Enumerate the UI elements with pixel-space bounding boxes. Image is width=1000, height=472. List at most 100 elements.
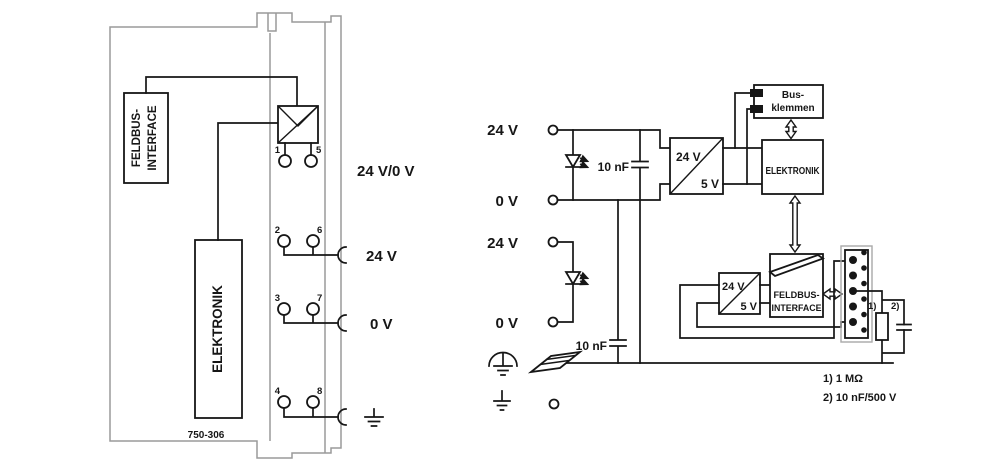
terminal-4-circle xyxy=(277,395,291,409)
rail-earth-icon xyxy=(488,351,518,376)
arrow-elektronik-feldbus xyxy=(788,194,802,254)
shield-network: 1) 2) xyxy=(856,290,912,364)
terminal-8-label: 8 xyxy=(317,386,322,397)
feldbus-interface-block: FELDBUS- INTERFACE xyxy=(768,253,825,318)
terminal-7-label: 7 xyxy=(317,293,322,304)
arrow-bus-elektronik xyxy=(784,118,798,140)
rail-earth-lines xyxy=(493,352,513,376)
wire-interface-to-contact xyxy=(145,76,298,107)
terminal-6-circle xyxy=(306,234,320,248)
wire-system-supply xyxy=(556,129,671,201)
connector-inner xyxy=(844,249,869,339)
module-part-number: 750-306 xyxy=(188,430,225,441)
module-feldbus-interface-box xyxy=(123,92,169,184)
terminal-8-circle xyxy=(306,395,320,409)
earth-icon-lines xyxy=(364,408,384,427)
clamp-0v xyxy=(337,314,347,332)
ref-capacitor: 2) xyxy=(891,301,899,312)
label-24v-0v: 24 V/0 V xyxy=(357,163,415,180)
earth-icon xyxy=(364,408,384,427)
connector-outer xyxy=(840,245,873,343)
power-contact-diagonal xyxy=(277,105,319,144)
terminal-3-circle xyxy=(277,302,291,316)
wire-0v xyxy=(283,314,339,324)
arrow-feldbus-connector xyxy=(821,287,844,301)
din-rail-clamp xyxy=(527,350,584,374)
rail-notch xyxy=(267,13,277,32)
feldbus-isolation-band xyxy=(768,253,825,278)
elektronik-label: ELEKTRONIK xyxy=(766,166,821,177)
module-elektronik-label: ELEKTRONIK xyxy=(210,285,225,373)
wire-5v-to-elektronik xyxy=(722,147,763,185)
capacitor-system: 10 nF xyxy=(598,129,649,364)
circuit-schematic: 24 V 0 V 24 V 0 V 10 nF xyxy=(487,84,912,411)
dcdc-system-diagonal xyxy=(669,137,724,195)
terminal-4-label: 4 xyxy=(275,386,281,397)
bus-terminals-block: Bus- klemmen xyxy=(750,84,824,119)
module-outline xyxy=(109,12,342,459)
terminal-stems-1-5 xyxy=(284,142,312,156)
label-24v: 24 V xyxy=(366,248,397,265)
terminal-pair-4-8: 4 8 xyxy=(275,386,347,426)
dcdc-fieldbus: 24 V 5 V xyxy=(718,272,761,315)
terminal-5-label: 5 xyxy=(316,145,322,156)
label-0v: 0 V xyxy=(370,316,393,333)
led-system-rays xyxy=(579,154,590,163)
terminal-6-label: 6 xyxy=(317,225,322,236)
terminal-1-label: 1 xyxy=(275,145,281,156)
led-system-rays2 xyxy=(579,160,590,169)
input-terminal-field-0v xyxy=(547,316,559,328)
capacitor-system-wires xyxy=(631,129,649,364)
led-system xyxy=(564,129,590,201)
feldbus-interface-label-line1: FELDBUS- xyxy=(774,290,820,301)
note-resistor: 1) 1 MΩ xyxy=(823,373,863,385)
wire-elektronik-to-contact xyxy=(217,122,279,241)
wire-earth xyxy=(283,407,339,418)
terminal-7-circle xyxy=(306,302,320,316)
dcdc-system: 24 V 5 V xyxy=(669,137,724,195)
capacitor-field-wires xyxy=(609,199,627,364)
capacitor-field: 10 nF xyxy=(576,199,627,364)
earth-bottom-icon xyxy=(493,390,511,411)
input-terminal-system-0v xyxy=(547,194,559,206)
module-feldbus-interface-label-line2: INTERFACE xyxy=(147,105,159,171)
power-contact-symbol xyxy=(277,105,319,144)
fieldbus-connector xyxy=(840,245,873,343)
shield-capacitor xyxy=(896,323,912,331)
ref-resistor: 1) xyxy=(868,301,876,312)
elektronik-block: ELEKTRONIK xyxy=(761,139,824,195)
led-field-rays2 xyxy=(579,277,590,286)
bus-contact-tab-2 xyxy=(750,105,763,113)
bus-terminals-label-line1: Bus- xyxy=(782,90,804,101)
clamp-24v xyxy=(337,246,347,264)
earth-terminal-circle xyxy=(548,398,560,410)
label-field-24v: 24 V xyxy=(487,235,518,252)
terminal-2-circle xyxy=(277,234,291,248)
elektronik-box xyxy=(761,139,824,195)
wire-field-supply xyxy=(556,241,574,323)
dcdc-system-output-label: 5 V xyxy=(701,177,719,191)
dcdc-fieldbus-diagonal xyxy=(718,272,761,315)
label-system-0v: 0 V xyxy=(495,193,518,210)
terminal-pair-1-5: 1 5 xyxy=(275,142,322,168)
terminal-5-circle xyxy=(304,154,318,168)
led-field xyxy=(556,241,590,323)
bus-contact-tab-1 xyxy=(750,89,763,97)
input-terminal-field-24v xyxy=(547,236,559,248)
led-system-triangle xyxy=(564,154,582,169)
terminal-pair-3-7: 3 7 xyxy=(275,293,347,332)
label-field-0v: 0 V xyxy=(495,315,518,332)
terminal-pair-2-6: 2 6 xyxy=(275,225,347,264)
dcdc-system-input-label: 24 V xyxy=(676,150,701,164)
capacitor-field-label: 10 nF xyxy=(576,339,607,353)
bus-terminals-box xyxy=(753,84,824,119)
led-field-triangle xyxy=(564,271,582,286)
label-system-24v: 24 V xyxy=(487,122,518,139)
earth-terminal-row xyxy=(493,390,560,411)
capacitor-system-label: 10 nF xyxy=(598,160,629,174)
module-feldbus-interface-label-line1: FELDBUS- xyxy=(131,109,143,167)
dcdc-fieldbus-input-label: 24 V xyxy=(722,281,745,293)
shield-resistor xyxy=(875,312,889,341)
terminal-1-circle xyxy=(278,154,292,168)
